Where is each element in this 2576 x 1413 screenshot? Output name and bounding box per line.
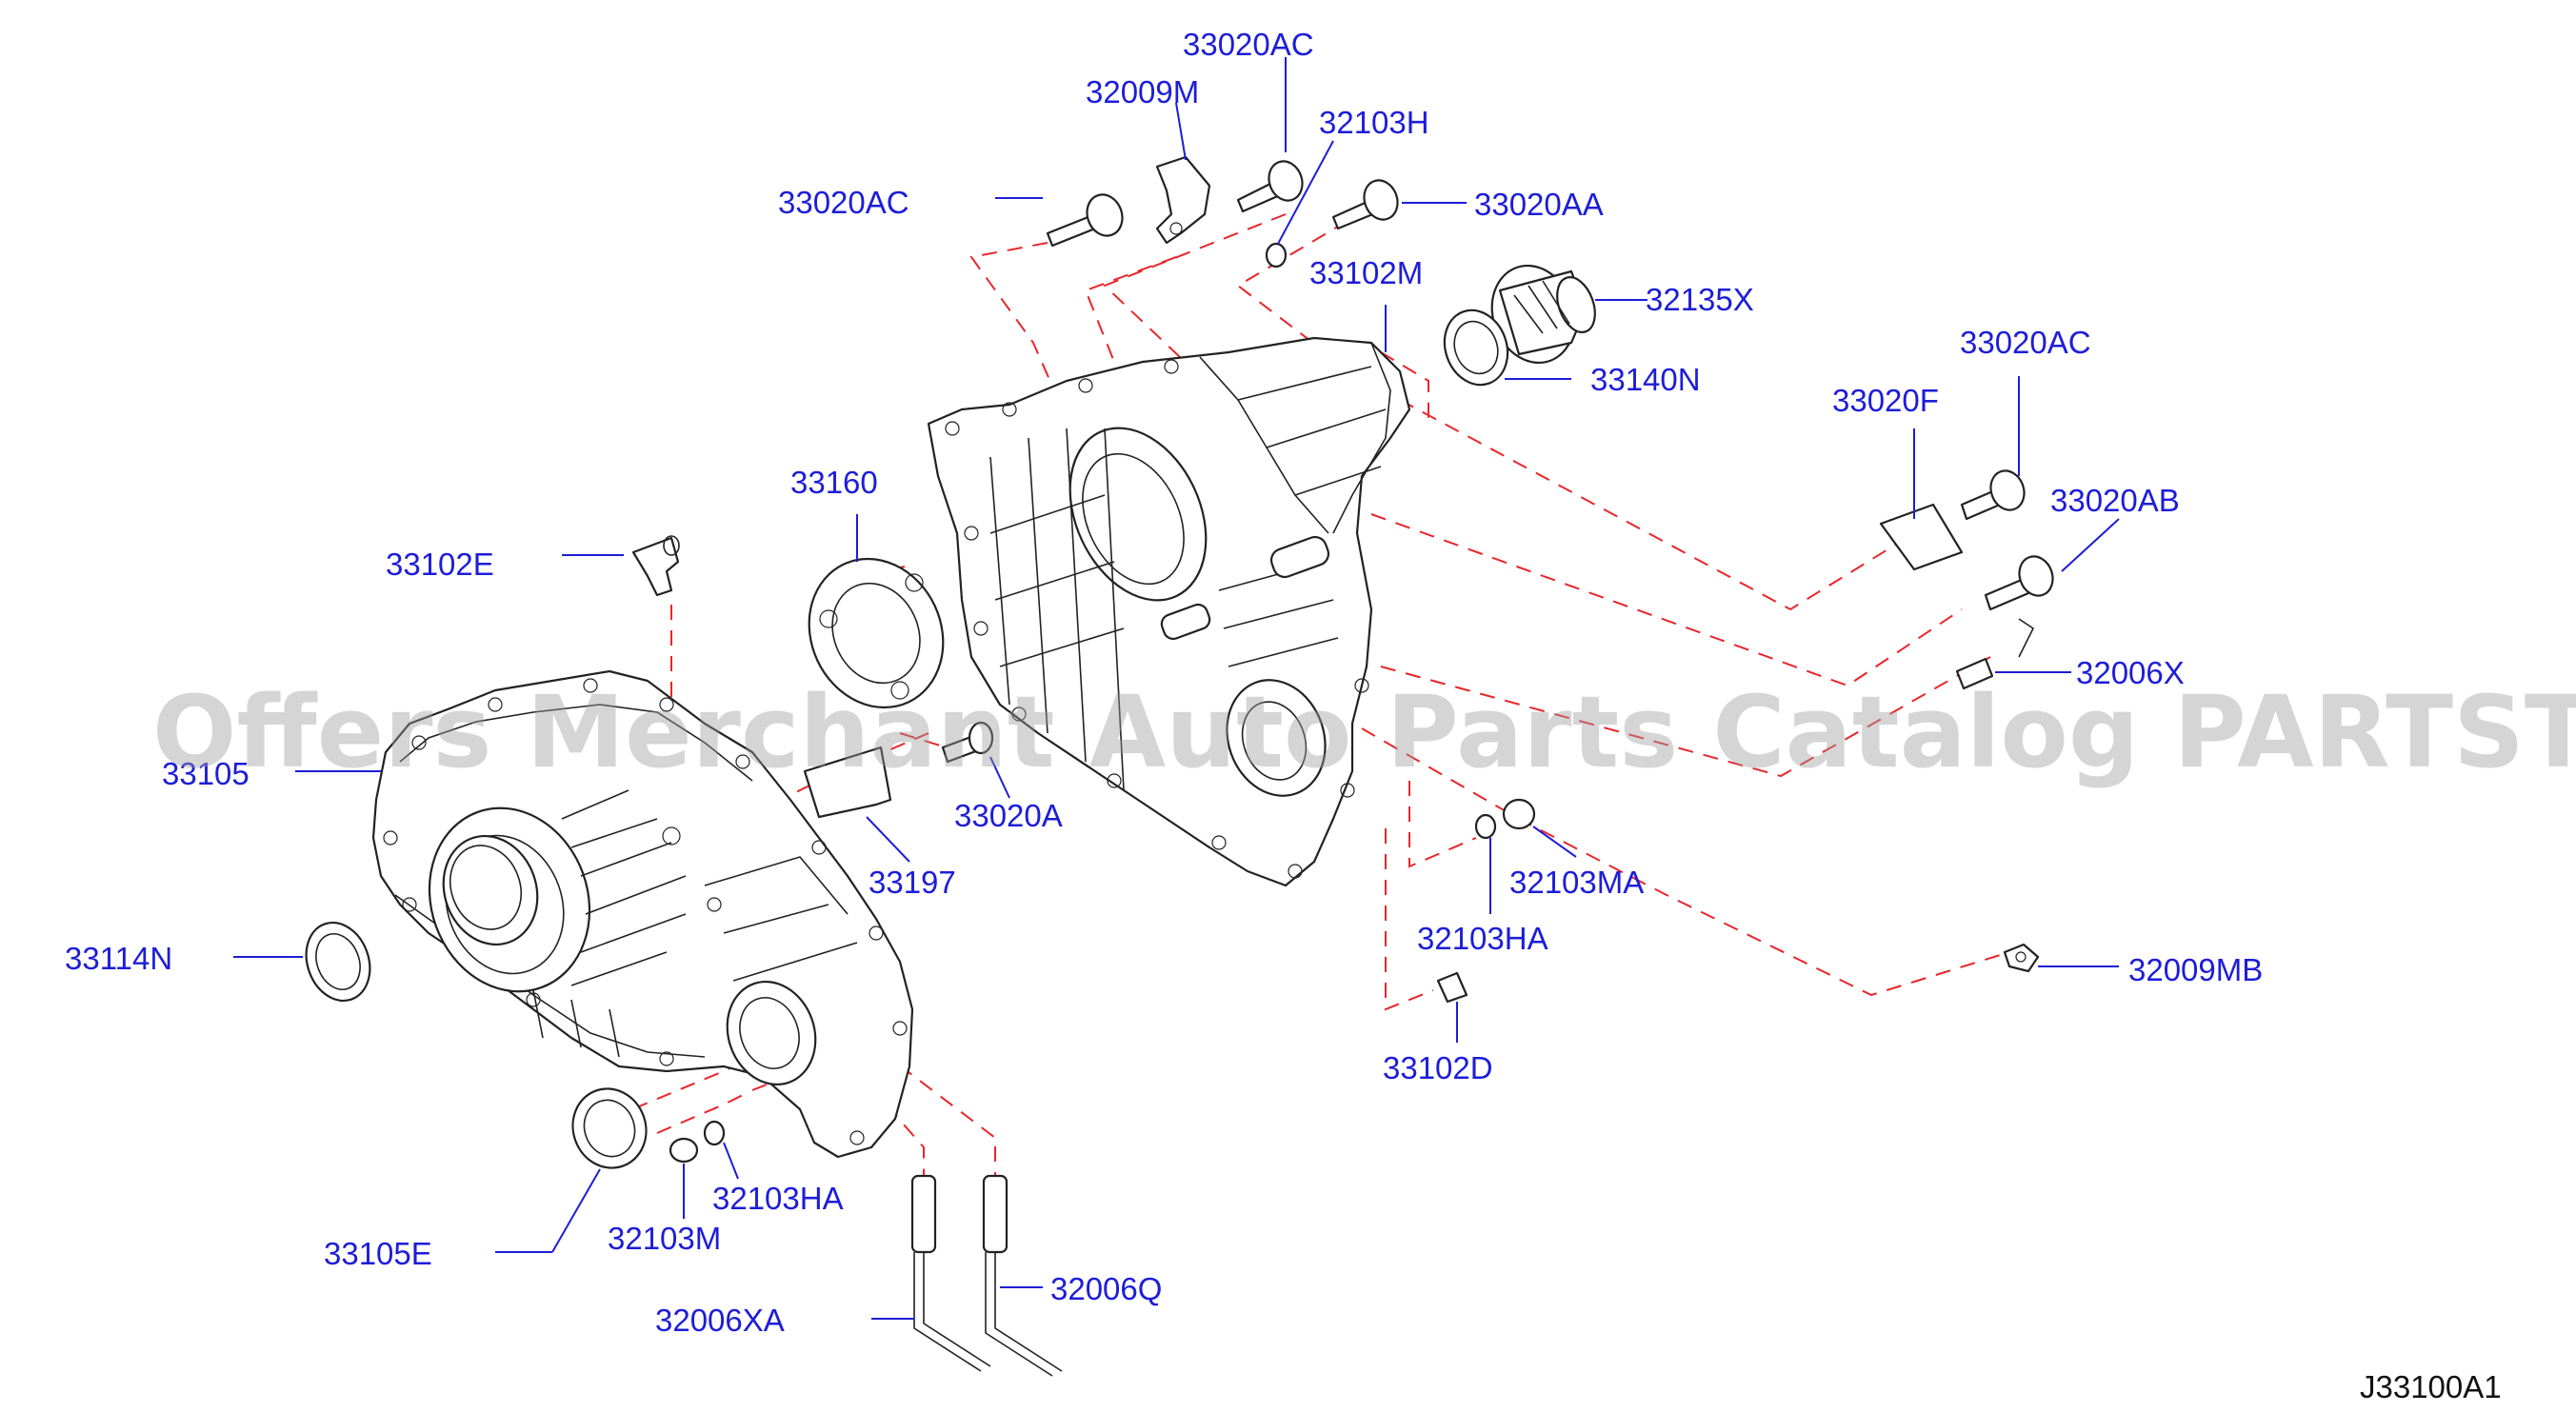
- o-ring-32103HA-bottom-icon: [703, 1120, 726, 1146]
- label-32006X: 32006X: [2076, 655, 2185, 690]
- label-33197: 33197: [869, 865, 956, 900]
- label-33020AC-left: 33020AC: [778, 185, 909, 220]
- bolt-33020AC-right-icon: [1960, 469, 2026, 521]
- label-33020F: 33020F: [1832, 383, 1939, 418]
- label-33020AB: 33020AB: [2050, 483, 2180, 518]
- label-32103MA: 32103MA: [1509, 865, 1644, 900]
- bracket-32009M-icon: [1155, 155, 1211, 245]
- label-33105E: 33105E: [324, 1236, 432, 1271]
- small-parts: [305, 155, 2054, 1377]
- bolt-33020A-icon: [941, 721, 994, 764]
- label-32009MB: 32009MB: [2128, 952, 2263, 987]
- label-33140N: 33140N: [1590, 362, 1701, 397]
- label-33114N: 33114N: [65, 941, 172, 976]
- plate-33197-icon: [803, 746, 892, 819]
- bolt-33020AA-icon: [1331, 179, 1399, 230]
- label-32009M: 32009M: [1086, 74, 1199, 109]
- o-ring-32103H-icon: [1265, 242, 1288, 269]
- label-32103HA-bottom: 32103HA: [712, 1181, 844, 1216]
- plug-32103MA-icon: [1502, 798, 1536, 830]
- boot-32135X-icon: [1490, 264, 1596, 365]
- sensor-32006XA-icon: [910, 1174, 991, 1372]
- label-33160: 33160: [790, 465, 878, 500]
- diagram-id: J33100A1: [2360, 1369, 2502, 1404]
- label-32006Q: 32006Q: [1050, 1271, 1162, 1306]
- label-32103HA-right: 32103HA: [1417, 921, 1548, 956]
- label-33102D: 33102D: [1383, 1050, 1493, 1085]
- label-33020AC-top: 33020AC: [1183, 27, 1314, 62]
- label-32103M: 32103M: [608, 1221, 721, 1256]
- bolt-33020AC-top-icon: [1236, 160, 1304, 213]
- label-33020AC-right: 33020AC: [1960, 325, 2091, 360]
- label-32103H: 32103H: [1319, 105, 1429, 140]
- part-labels: 33020AC 32009M 32103H 33020AC 33020AA 33…: [65, 27, 2263, 1338]
- label-33020AA: 33020AA: [1474, 187, 1604, 222]
- watermark-text: Offers Merchant Auto Parts Catalog PARTS…: [152, 674, 2576, 790]
- o-ring-32103HA-right-icon: [1474, 813, 1497, 840]
- bolt-33020AB-icon: [1984, 555, 2054, 611]
- breather-33102E-icon: [631, 535, 680, 597]
- label-33102E: 33102E: [386, 547, 494, 582]
- bracket-33020F-icon: [1879, 503, 1964, 571]
- front-case-33105: [371, 669, 914, 1159]
- label-33020A: 33020A: [954, 798, 1063, 833]
- clip-32009MB-icon: [2003, 943, 2040, 973]
- label-33105: 33105: [162, 756, 250, 791]
- label-33102M: 33102M: [1309, 255, 1423, 290]
- label-32135X: 32135X: [1646, 282, 1754, 317]
- pin-33102D-icon: [1436, 971, 1468, 1004]
- plug-32103M-icon: [669, 1137, 699, 1164]
- label-32006XA: 32006XA: [655, 1303, 785, 1338]
- bolt-33020AC-left-icon: [1046, 193, 1124, 248]
- seal-33105E-icon: [571, 1087, 648, 1169]
- leader-lines: [233, 57, 2120, 1320]
- sensor-32006X-icon: [1955, 618, 2035, 690]
- sensor-32006Q-icon: [982, 1174, 1063, 1377]
- seal-33140N-icon: [1443, 308, 1509, 387]
- gasket-33160-icon: [808, 557, 945, 709]
- rear-case-33102M: [927, 336, 1411, 887]
- seal-33114N-icon: [305, 921, 371, 1003]
